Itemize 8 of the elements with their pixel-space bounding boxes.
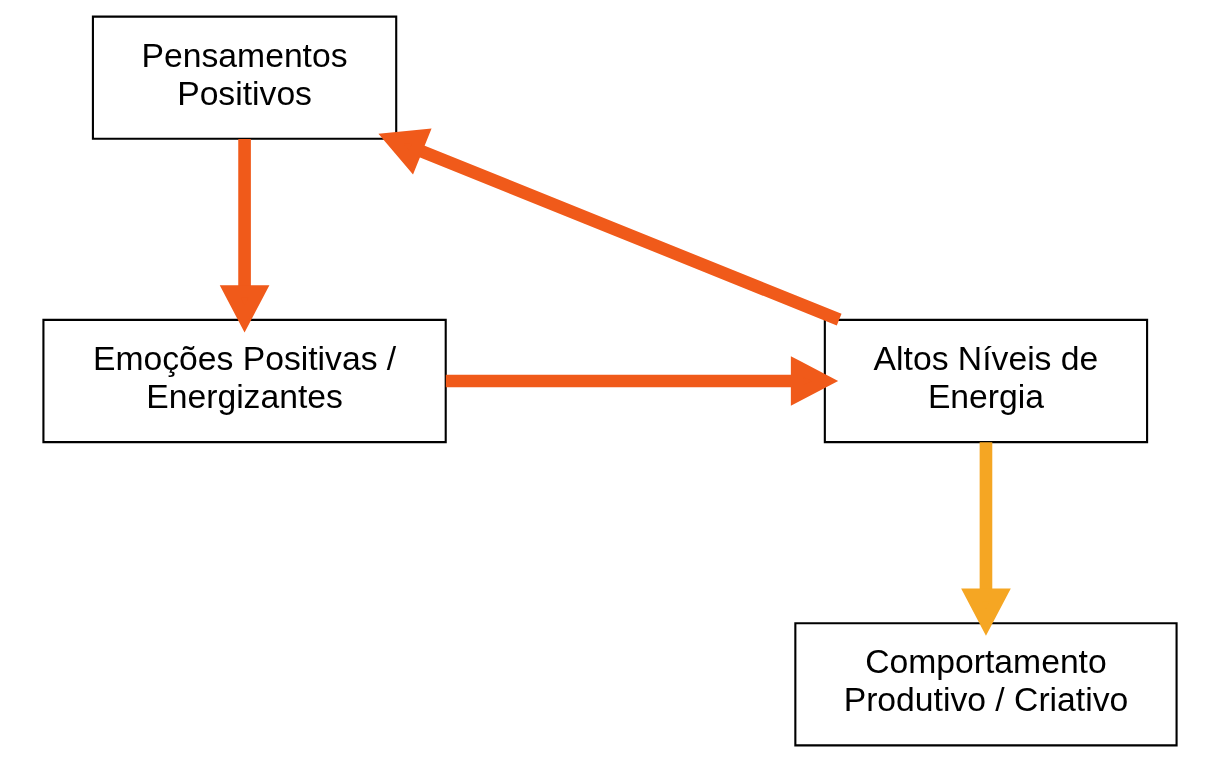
arrow xyxy=(377,128,842,326)
arrow xyxy=(960,442,1011,636)
arrow xyxy=(219,138,269,333)
node-box: Altos Níveis de Energia xyxy=(823,318,1148,444)
arrow xyxy=(445,356,838,406)
node-box: Pensamentos Positivos xyxy=(91,15,397,140)
node-box: Emoções Positivas / Energizantes xyxy=(41,318,447,444)
node-box: Comportamento Produtivo / Criativo xyxy=(793,622,1178,747)
